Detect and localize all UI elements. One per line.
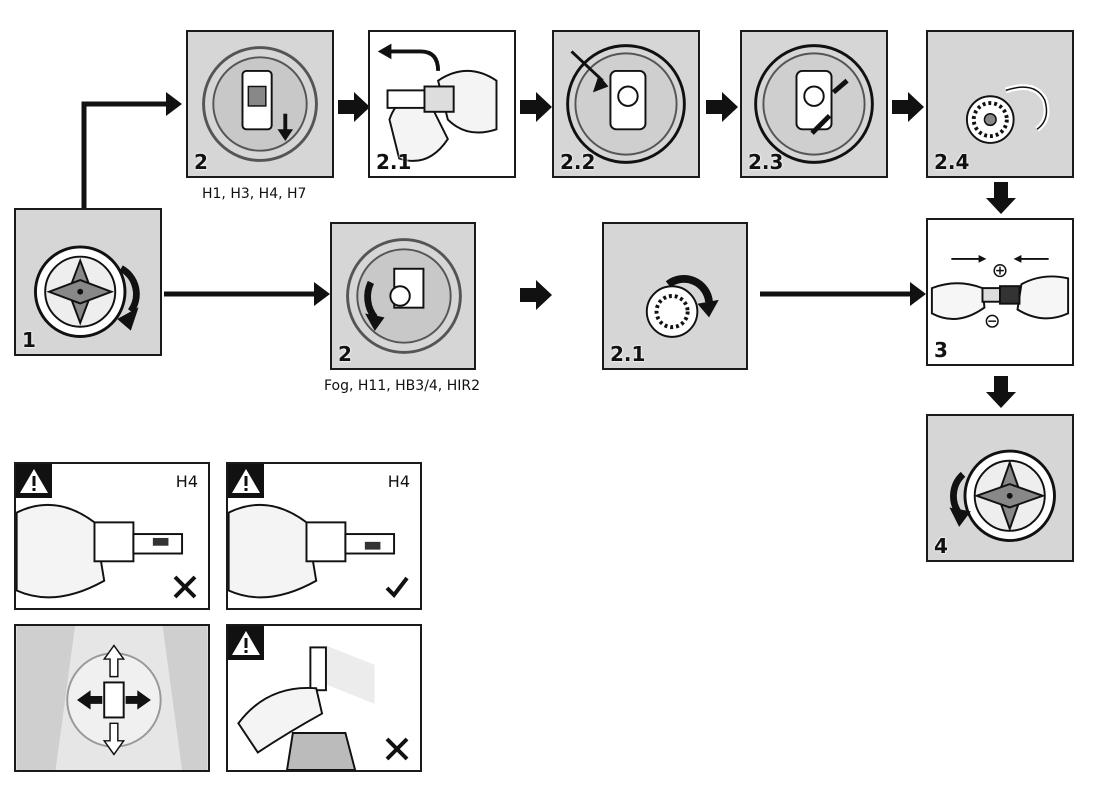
step-number: 2 (338, 342, 352, 366)
step-2-3-panel: 2.3 (740, 30, 888, 178)
bulb-removal-illustration (202, 46, 318, 162)
twist-bulb-illustration (346, 238, 462, 354)
led-insert-illustration (965, 84, 1050, 144)
bulb-type-label: H4 (175, 472, 198, 491)
step-number: 3 (934, 338, 948, 362)
cross-icon (173, 575, 197, 599)
warning-panel-h4-wrong: H4 (14, 462, 210, 610)
step-1-panel: 1 (14, 208, 162, 356)
step-3-panel: 3 (926, 218, 1074, 366)
arrow-right-icon (706, 92, 738, 122)
step-4-panel: 4 (926, 414, 1074, 562)
arrow-right-icon (338, 92, 370, 122)
step-number: 4 (934, 534, 948, 558)
step-2-panel-lower: 2 (330, 222, 476, 370)
step-2-1-panel-upper: 2.1 (368, 30, 516, 178)
h4-bulb-wrong-orientation-illustration (16, 503, 184, 599)
warning-icon (228, 464, 264, 498)
bulb-types-upper-caption: H1, H3, H4, H7 (202, 186, 307, 202)
arrow-right-icon (892, 92, 924, 122)
check-icon (385, 576, 409, 599)
arrow-right-icon (520, 92, 552, 122)
bulb-types-lower-caption: Fog, H11, HB3/4, HIR2 (324, 378, 481, 394)
arrow-down-icon (986, 376, 1016, 408)
connect-plug-illustration (930, 255, 1070, 328)
dust-cap-illustration (34, 245, 140, 338)
direction-arrows-icon (16, 626, 208, 770)
cross-icon (385, 737, 409, 761)
step-number: 2 (194, 150, 208, 174)
step-2-4-panel: 2.4 (926, 30, 1074, 178)
step-2-2-panel: 2.2 (552, 30, 700, 178)
step-2-panel-upper: 2 (186, 30, 334, 178)
warning-panel-h4-correct: H4 (226, 462, 422, 610)
arrow-down-icon (986, 182, 1016, 214)
step-2-1-panel-lower: 2.1 (602, 222, 748, 370)
beam-direction-panel (14, 624, 210, 772)
twist-led-illustration (645, 275, 719, 338)
step-number: 2.1 (610, 342, 646, 366)
step-number: 2.4 (934, 150, 970, 174)
warning-panel-no-touch (226, 624, 422, 772)
retainer-clips-illustration (754, 44, 874, 164)
pull-connector-illustration (377, 43, 498, 162)
arrow-right-icon (520, 280, 552, 310)
replace-cap-illustration (949, 449, 1056, 542)
step-number: 2.1 (376, 150, 412, 174)
hand-holding-led-illustration (237, 645, 375, 770)
bulb-type-label: H4 (387, 472, 410, 491)
step-number: 2.2 (560, 150, 596, 174)
clip-release-illustration (566, 44, 686, 164)
step-number: 2.3 (748, 150, 784, 174)
step-number: 1 (22, 328, 36, 352)
warning-icon (16, 464, 52, 498)
h4-bulb-correct-orientation-illustration (228, 503, 396, 599)
warning-icon (228, 626, 264, 660)
